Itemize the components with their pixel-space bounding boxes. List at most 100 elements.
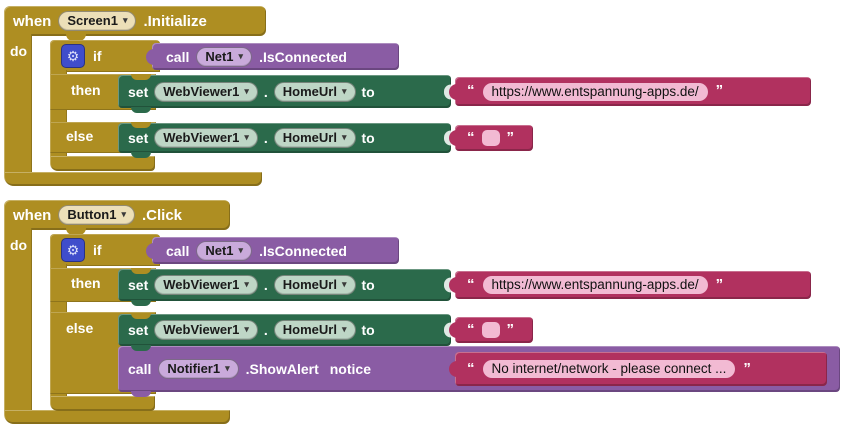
set-label: set bbox=[128, 322, 149, 338]
component-dropdown-label: Screen1 bbox=[67, 13, 118, 28]
component-dropdown-webviewer1[interactable]: WebViewer1 ▾ bbox=[154, 128, 258, 148]
set-webviewer-homeurl-block[interactable]: set WebViewer1 ▾ . HomeUrl ▾ to bbox=[118, 74, 451, 113]
property-dropdown-label: HomeUrl bbox=[282, 83, 337, 99]
dropdown-arrow-icon: ▾ bbox=[341, 279, 347, 289]
component-dropdown-notifier1[interactable]: Notifier1 ▾ bbox=[158, 359, 239, 379]
dropdown-arrow-icon: ▾ bbox=[244, 279, 249, 289]
dot-label: . bbox=[263, 277, 268, 293]
open-quote: “ bbox=[467, 275, 475, 293]
component-dropdown-screen1[interactable]: Screen1 ▾ bbox=[58, 11, 137, 31]
dropdown-arrow-icon: ▾ bbox=[225, 363, 230, 373]
event-name-label: .Click bbox=[141, 206, 183, 224]
call-label: call bbox=[166, 48, 190, 65]
if-block-header[interactable]: ⚙ if bbox=[50, 234, 160, 266]
string-value-field[interactable]: https://www.entspannung-apps.de/ bbox=[482, 276, 708, 294]
gear-glyph: ⚙ bbox=[66, 47, 80, 64]
dropdown-arrow-icon: ▾ bbox=[244, 324, 249, 334]
text-string-alert-block[interactable]: “ No internet/network - please connect .… bbox=[449, 352, 827, 386]
dropdown-arrow-icon: ▾ bbox=[244, 85, 249, 96]
to-label: to bbox=[361, 130, 375, 146]
string-value-field[interactable]: https://www.entspannung-apps.de/ bbox=[482, 82, 708, 101]
call-label: call bbox=[166, 242, 190, 259]
value-plug-connector bbox=[449, 322, 457, 338]
dropdown-arrow-icon: ▾ bbox=[341, 85, 347, 96]
when-label: when bbox=[13, 12, 52, 30]
property-dropdown-homeurl[interactable]: HomeUrl ▾ bbox=[273, 320, 356, 340]
if-block-bottom-bar[interactable] bbox=[50, 396, 155, 411]
property-dropdown-homeurl[interactable]: HomeUrl ▾ bbox=[273, 81, 356, 102]
property-dropdown-homeurl[interactable]: HomeUrl ▾ bbox=[273, 275, 356, 295]
component-dropdown-net1[interactable]: Net1 ▾ bbox=[196, 240, 253, 261]
property-dropdown-label: HomeUrl bbox=[282, 130, 337, 145]
close-quote: ” bbox=[715, 275, 724, 293]
value-socket-connector bbox=[444, 130, 451, 146]
set-webviewer-homeurl-block[interactable]: set WebViewer1 ▾ . HomeUrl ▾ to bbox=[118, 313, 451, 346]
string-value-field[interactable] bbox=[481, 130, 500, 146]
event-block-left-spine[interactable] bbox=[4, 228, 32, 412]
component-dropdown-label: Button1 bbox=[67, 207, 117, 222]
statement-notch-connector bbox=[131, 313, 151, 319]
when-label: when bbox=[13, 206, 52, 224]
value-socket-connector bbox=[444, 277, 451, 293]
component-dropdown-net1[interactable]: Net1 ▾ bbox=[196, 46, 253, 67]
else-label: else bbox=[66, 128, 94, 144]
event-block-screen1-initialize[interactable]: when Screen1 ▾ .Initialize bbox=[4, 6, 266, 36]
component-dropdown-label: WebViewer1 bbox=[163, 322, 240, 337]
dot-label: . bbox=[263, 322, 268, 338]
string-value-field[interactable]: No internet/network - please connect ... bbox=[482, 360, 736, 378]
text-string-url-block[interactable]: “ https://www.entspannung-apps.de/ ” bbox=[449, 77, 811, 106]
gear-glyph: ⚙ bbox=[66, 241, 80, 258]
text-string-empty-block[interactable]: “ ” bbox=[449, 317, 533, 343]
statement-notch-connector bbox=[131, 74, 151, 80]
do-label: do bbox=[10, 237, 28, 253]
event-block-left-spine[interactable] bbox=[4, 34, 32, 174]
event-name-label: .Initialize bbox=[143, 12, 207, 30]
dot-label: . bbox=[263, 130, 268, 146]
component-dropdown-button1[interactable]: Button1 ▾ bbox=[58, 205, 135, 225]
notice-param-label: notice bbox=[329, 361, 371, 377]
component-dropdown-webviewer1[interactable]: WebViewer1 ▾ bbox=[154, 320, 258, 340]
text-string-url-block[interactable]: “ https://www.entspannung-apps.de/ ” bbox=[449, 271, 811, 299]
open-quote: “ bbox=[467, 82, 475, 99]
dropdown-arrow-icon: ▾ bbox=[122, 15, 128, 25]
then-label: then bbox=[71, 275, 101, 291]
close-quote: ” bbox=[506, 128, 515, 146]
if-label: if bbox=[93, 242, 102, 258]
text-string-empty-block[interactable]: “ ” bbox=[449, 125, 533, 151]
dropdown-arrow-icon: ▾ bbox=[341, 324, 347, 334]
connector-tab bbox=[66, 228, 86, 235]
to-label: to bbox=[361, 277, 375, 293]
component-dropdown-webviewer1[interactable]: WebViewer1 ▾ bbox=[154, 81, 258, 102]
set-webviewer-homeurl-block[interactable]: set WebViewer1 ▾ . HomeUrl ▾ to bbox=[118, 268, 451, 306]
component-dropdown-label: WebViewer1 bbox=[163, 130, 240, 145]
to-label: to bbox=[361, 322, 375, 338]
component-dropdown-label: Net1 bbox=[205, 48, 234, 64]
close-quote: ” bbox=[506, 320, 515, 338]
string-value-field[interactable] bbox=[481, 322, 500, 338]
dropdown-arrow-icon: ▾ bbox=[244, 132, 249, 142]
event-block-bottom-bar[interactable] bbox=[4, 172, 262, 186]
set-label: set bbox=[128, 130, 149, 146]
statement-notch-connector bbox=[131, 122, 151, 128]
component-dropdown-webviewer1[interactable]: WebViewer1 ▾ bbox=[154, 275, 258, 295]
mutator-gear-icon[interactable]: ⚙ bbox=[61, 238, 85, 262]
call-net1-isconnected-block[interactable]: call Net1 ▾ .IsConnected bbox=[146, 237, 399, 264]
if-block-header[interactable]: ⚙ if bbox=[50, 40, 160, 72]
property-dropdown-homeurl[interactable]: HomeUrl ▾ bbox=[273, 128, 356, 148]
do-label: do bbox=[10, 43, 28, 59]
mutator-gear-icon[interactable]: ⚙ bbox=[61, 44, 85, 68]
event-block-bottom-bar[interactable] bbox=[4, 410, 230, 424]
method-name-label: .IsConnected bbox=[259, 48, 347, 65]
set-webviewer-homeurl-block[interactable]: set WebViewer1 ▾ . HomeUrl ▾ to bbox=[118, 122, 451, 158]
statement-notch-connector bbox=[131, 268, 151, 274]
else-label: else bbox=[66, 320, 94, 336]
call-net1-isconnected-block[interactable]: call Net1 ▾ .IsConnected bbox=[146, 43, 399, 70]
property-dropdown-label: HomeUrl bbox=[282, 277, 337, 292]
component-dropdown-label: Notifier1 bbox=[167, 361, 221, 376]
open-quote: “ bbox=[467, 359, 475, 377]
set-label: set bbox=[128, 83, 149, 100]
dropdown-arrow-icon: ▾ bbox=[341, 132, 347, 142]
if-block-bottom-bar[interactable] bbox=[50, 156, 155, 171]
event-block-button1-click[interactable]: when Button1 ▾ .Click bbox=[4, 200, 230, 230]
component-dropdown-label: Net1 bbox=[205, 242, 234, 258]
